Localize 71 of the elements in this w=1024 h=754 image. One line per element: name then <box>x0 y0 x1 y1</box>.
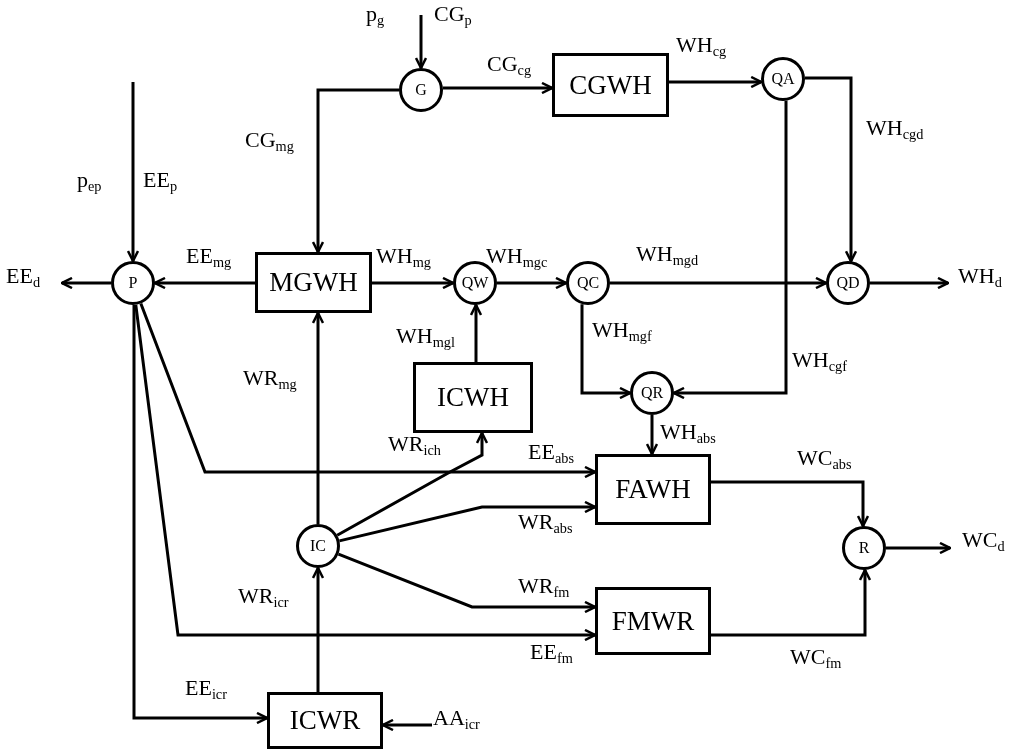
arrow <box>381 718 432 732</box>
process-box: CGWH <box>552 53 669 117</box>
edge-label: EE$_{fm}$ <box>530 640 573 667</box>
arrow <box>134 304 597 642</box>
edge-label: EE$_{d}$ <box>6 264 41 291</box>
arrow <box>311 566 325 692</box>
process-box: ICWR <box>267 692 383 749</box>
junction-circle: QR <box>630 371 674 415</box>
arrow <box>132 305 269 725</box>
arrow <box>580 304 632 400</box>
edge-label: WR$_{icr}$ <box>238 584 289 611</box>
arrow <box>805 76 858 263</box>
edge-label: AA$_{icr}$ <box>433 706 480 733</box>
arrow <box>497 276 568 290</box>
process-box: FAWH <box>595 454 711 525</box>
arrow <box>469 303 483 362</box>
arrow <box>870 276 950 290</box>
junction-circle: QD <box>826 261 870 305</box>
edge-label: EE$_{mg}$ <box>186 244 232 271</box>
edge-label: WH$_{mgd}$ <box>636 242 699 269</box>
arrow <box>336 431 489 537</box>
edge-label: EE$_{abs}$ <box>528 440 574 467</box>
variable-label: p$_{g}$ <box>366 2 385 29</box>
arrow <box>414 15 428 70</box>
edge-label: WH$_{abs}$ <box>660 420 716 447</box>
arrow <box>126 82 140 263</box>
edge-label: WH$_{mgf}$ <box>592 318 652 345</box>
edge-label: CG$_{cg}$ <box>487 52 532 79</box>
edge-label: CG$_{p}$ <box>434 2 472 29</box>
edge-label: WH$_{d}$ <box>958 264 1002 291</box>
edge-label: WH$_{cg}$ <box>676 33 727 60</box>
edge-label: WH$_{cgd}$ <box>866 116 924 143</box>
arrow <box>60 276 111 290</box>
arrow <box>672 100 788 400</box>
arrow <box>711 480 870 528</box>
arrow <box>610 276 828 290</box>
arrow <box>669 75 763 89</box>
edge-label: EE$_{p}$ <box>143 168 178 195</box>
edge-label: WR$_{fm}$ <box>518 574 570 601</box>
edge-label: WC$_{d}$ <box>962 528 1005 555</box>
junction-circle: QA <box>761 57 805 101</box>
edge-label: WR$_{abs}$ <box>518 510 573 537</box>
arrow <box>339 500 597 543</box>
arrow <box>311 311 325 524</box>
edge-label: WH$_{mg}$ <box>376 244 431 271</box>
variable-label: p$_{ep}$ <box>77 168 102 195</box>
junction-circle: QC <box>566 261 610 305</box>
edge-label: WR$_{mg}$ <box>243 366 297 393</box>
junction-circle: R <box>842 526 886 570</box>
edge-label: CG$_{mg}$ <box>245 128 294 155</box>
edge-label: WC$_{fm}$ <box>790 645 842 672</box>
junction-circle: IC <box>296 524 340 568</box>
edge-label: WH$_{cgf}$ <box>792 348 847 375</box>
edge-label: EE$_{icr}$ <box>185 676 227 703</box>
process-box: ICWH <box>413 362 533 433</box>
arrow <box>153 276 255 290</box>
edge-label: WH$_{mgl}$ <box>396 324 455 351</box>
arrow <box>139 303 597 479</box>
arrow <box>372 276 455 290</box>
arrow <box>886 541 952 555</box>
arrow <box>311 88 399 254</box>
arrow <box>711 568 872 637</box>
arrow <box>442 81 554 95</box>
process-box: FMWR <box>595 587 711 655</box>
arrow <box>337 552 597 614</box>
junction-circle: P <box>111 261 155 305</box>
arrow <box>645 415 659 456</box>
junction-circle: G <box>399 68 443 112</box>
edge-label: WR$_{ich}$ <box>388 432 441 459</box>
process-box: MGWH <box>255 252 372 313</box>
edge-label: WC$_{abs}$ <box>797 446 852 473</box>
